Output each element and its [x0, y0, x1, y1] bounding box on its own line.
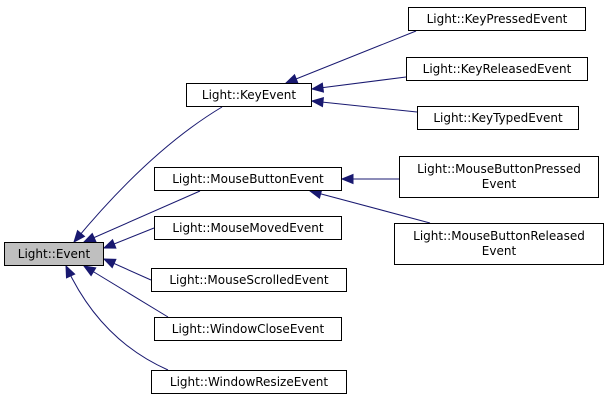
edge-window-resize-event-to-event: [65, 265, 169, 371]
arrowhead-window-close-event: [82, 265, 97, 277]
node-mouse-button-pressed-event-label-line1: Light::MouseButtonPressed: [417, 162, 581, 176]
node-key-typed-event-label: Light::KeyTypedEvent: [433, 110, 563, 125]
arrowhead-key-pressed-event: [284, 73, 299, 84]
node-mouse-button-pressed-event[interactable]: Light::MouseButtonPressed Event: [399, 156, 599, 198]
node-key-pressed-event-label: Light::KeyPressedEvent: [426, 11, 568, 26]
node-key-event-label: Light::KeyEvent: [201, 87, 297, 102]
node-window-resize-event[interactable]: Light::WindowResizeEvent: [151, 370, 347, 394]
node-mouse-moved-event[interactable]: Light::MouseMovedEvent: [154, 216, 342, 240]
arrowhead-mouse-button-pressed-event: [340, 173, 354, 185]
node-event[interactable]: Light::Event: [4, 242, 104, 266]
arrowhead-key-typed-event: [310, 96, 324, 108]
node-mouse-moved-event-label: Light::MouseMovedEvent: [172, 220, 324, 235]
node-key-event[interactable]: Light::KeyEvent: [186, 83, 312, 107]
node-mouse-button-released-event-label-line2: Event: [481, 244, 517, 258]
arrowhead-mouse-moved-event: [102, 238, 117, 249]
edge-mouse-button-released-event-to-mouse-button-event: [309, 190, 431, 224]
edge-window-close-event-to-event: [83, 265, 169, 318]
arrowhead-key-event: [73, 229, 86, 244]
node-key-pressed-event[interactable]: Light::KeyPressedEvent: [408, 7, 586, 31]
arrowhead-mouse-button-event: [82, 232, 97, 243]
node-mouse-button-pressed-event-label-line2: Event: [481, 177, 517, 191]
edge-mouse-button-event-to-event: [83, 190, 201, 243]
node-mouse-scrolled-event-label: Light::MouseScrolledEvent: [169, 272, 329, 287]
node-event-label: Light::Event: [17, 246, 91, 261]
node-mouse-button-released-event-label-line1: Light::MouseButtonReleased: [413, 229, 585, 243]
node-mouse-button-event-label: Light::MouseButtonEvent: [172, 171, 324, 186]
edge-key-event-to-event: [73, 106, 223, 243]
node-key-released-event-label: Light::KeyReleasedEvent: [422, 61, 572, 76]
edge-key-released-event-to-key-event: [311, 76, 407, 90]
node-mouse-button-released-event[interactable]: Light::MouseButtonReleased Event: [394, 223, 604, 265]
edge-key-pressed-event-to-key-event: [285, 30, 417, 84]
arrowhead-window-resize-event: [65, 264, 76, 279]
node-window-close-event-label: Light::WindowCloseEvent: [171, 321, 325, 336]
edge-key-typed-event-to-key-event: [311, 100, 418, 113]
node-key-typed-event[interactable]: Light::KeyTypedEvent: [417, 106, 579, 130]
node-window-resize-event-label: Light::WindowResizeEvent: [169, 374, 329, 389]
arrowhead-mouse-scrolled-event: [102, 258, 117, 269]
node-key-released-event[interactable]: Light::KeyReleasedEvent: [406, 57, 588, 81]
node-mouse-scrolled-event[interactable]: Light::MouseScrolledEvent: [151, 268, 347, 292]
arrowhead-key-released-event: [310, 82, 325, 93]
node-window-close-event[interactable]: Light::WindowCloseEvent: [154, 317, 342, 341]
node-mouse-button-event[interactable]: Light::MouseButtonEvent: [154, 167, 342, 191]
